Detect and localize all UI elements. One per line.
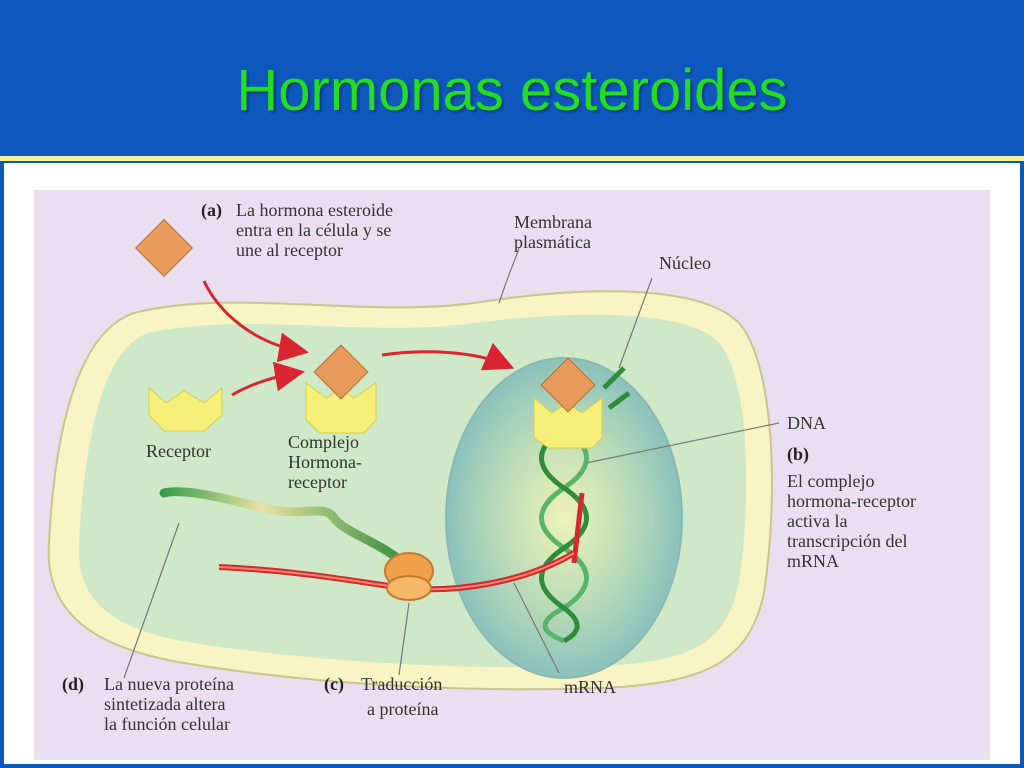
step-a-line-1: La hormona esteroide [236, 200, 393, 220]
complex-label-3: receptor [288, 472, 347, 492]
steroid-hormone [135, 219, 193, 277]
step-c-line-1: Traducción [361, 674, 442, 694]
dna-label: DNA [787, 413, 826, 433]
slide-title: Hormonas esteroides [236, 58, 788, 123]
nucleus-label: Núcleo [659, 253, 711, 273]
steroid-hormone-diagram: (a) La hormona esteroide entra en la cél… [4, 163, 1020, 764]
dna-helix [539, 366, 631, 644]
membrane-label-2: plasmática [514, 232, 591, 252]
hormone-receptor-complex [305, 344, 377, 434]
nucleus [445, 357, 683, 679]
membrane-label-1: Membrana [514, 212, 592, 232]
slide-header: Hormonas esteroides [0, 0, 1024, 161]
arrow-enter [202, 280, 309, 363]
step-b-line-2: hormona-receptor [787, 491, 916, 511]
step-b-line-3: activa la [787, 511, 847, 531]
complex-label-1: Complejo [288, 432, 359, 452]
step-a-line-3: une al receptor [236, 240, 343, 260]
mrna-label: mRNA [564, 677, 616, 697]
ribosome [384, 552, 434, 601]
step-d-line-3: la función celular [104, 714, 230, 734]
arrow-bind [231, 361, 305, 397]
step-b-line-1: El complejo [787, 471, 874, 491]
step-b-line-4: transcripción del [787, 531, 907, 551]
receptor-label: Receptor [146, 441, 211, 461]
step-d-letter: (d) [62, 674, 84, 695]
step-c-letter: (c) [324, 674, 344, 695]
step-a-letter: (a) [201, 200, 222, 221]
step-d-line-2: sintetizada altera [104, 694, 225, 714]
step-b-letter: (b) [787, 444, 809, 465]
step-b-line-5: mRNA [787, 551, 839, 571]
step-d-line-1: La nueva proteína [104, 674, 234, 694]
nuclear-complex [533, 357, 603, 449]
receptor-shape [148, 386, 223, 432]
diagram-canvas: (a) La hormona esteroide entra en la cél… [34, 190, 990, 760]
header-divider [0, 156, 1024, 161]
new-protein [159, 487, 414, 573]
step-c-line-2: a proteína [367, 699, 438, 719]
arrow-to-nucleus [381, 342, 515, 371]
step-a-line-2: entra en la célula y se [236, 220, 391, 240]
complex-label-2: Hormona- [288, 452, 362, 472]
